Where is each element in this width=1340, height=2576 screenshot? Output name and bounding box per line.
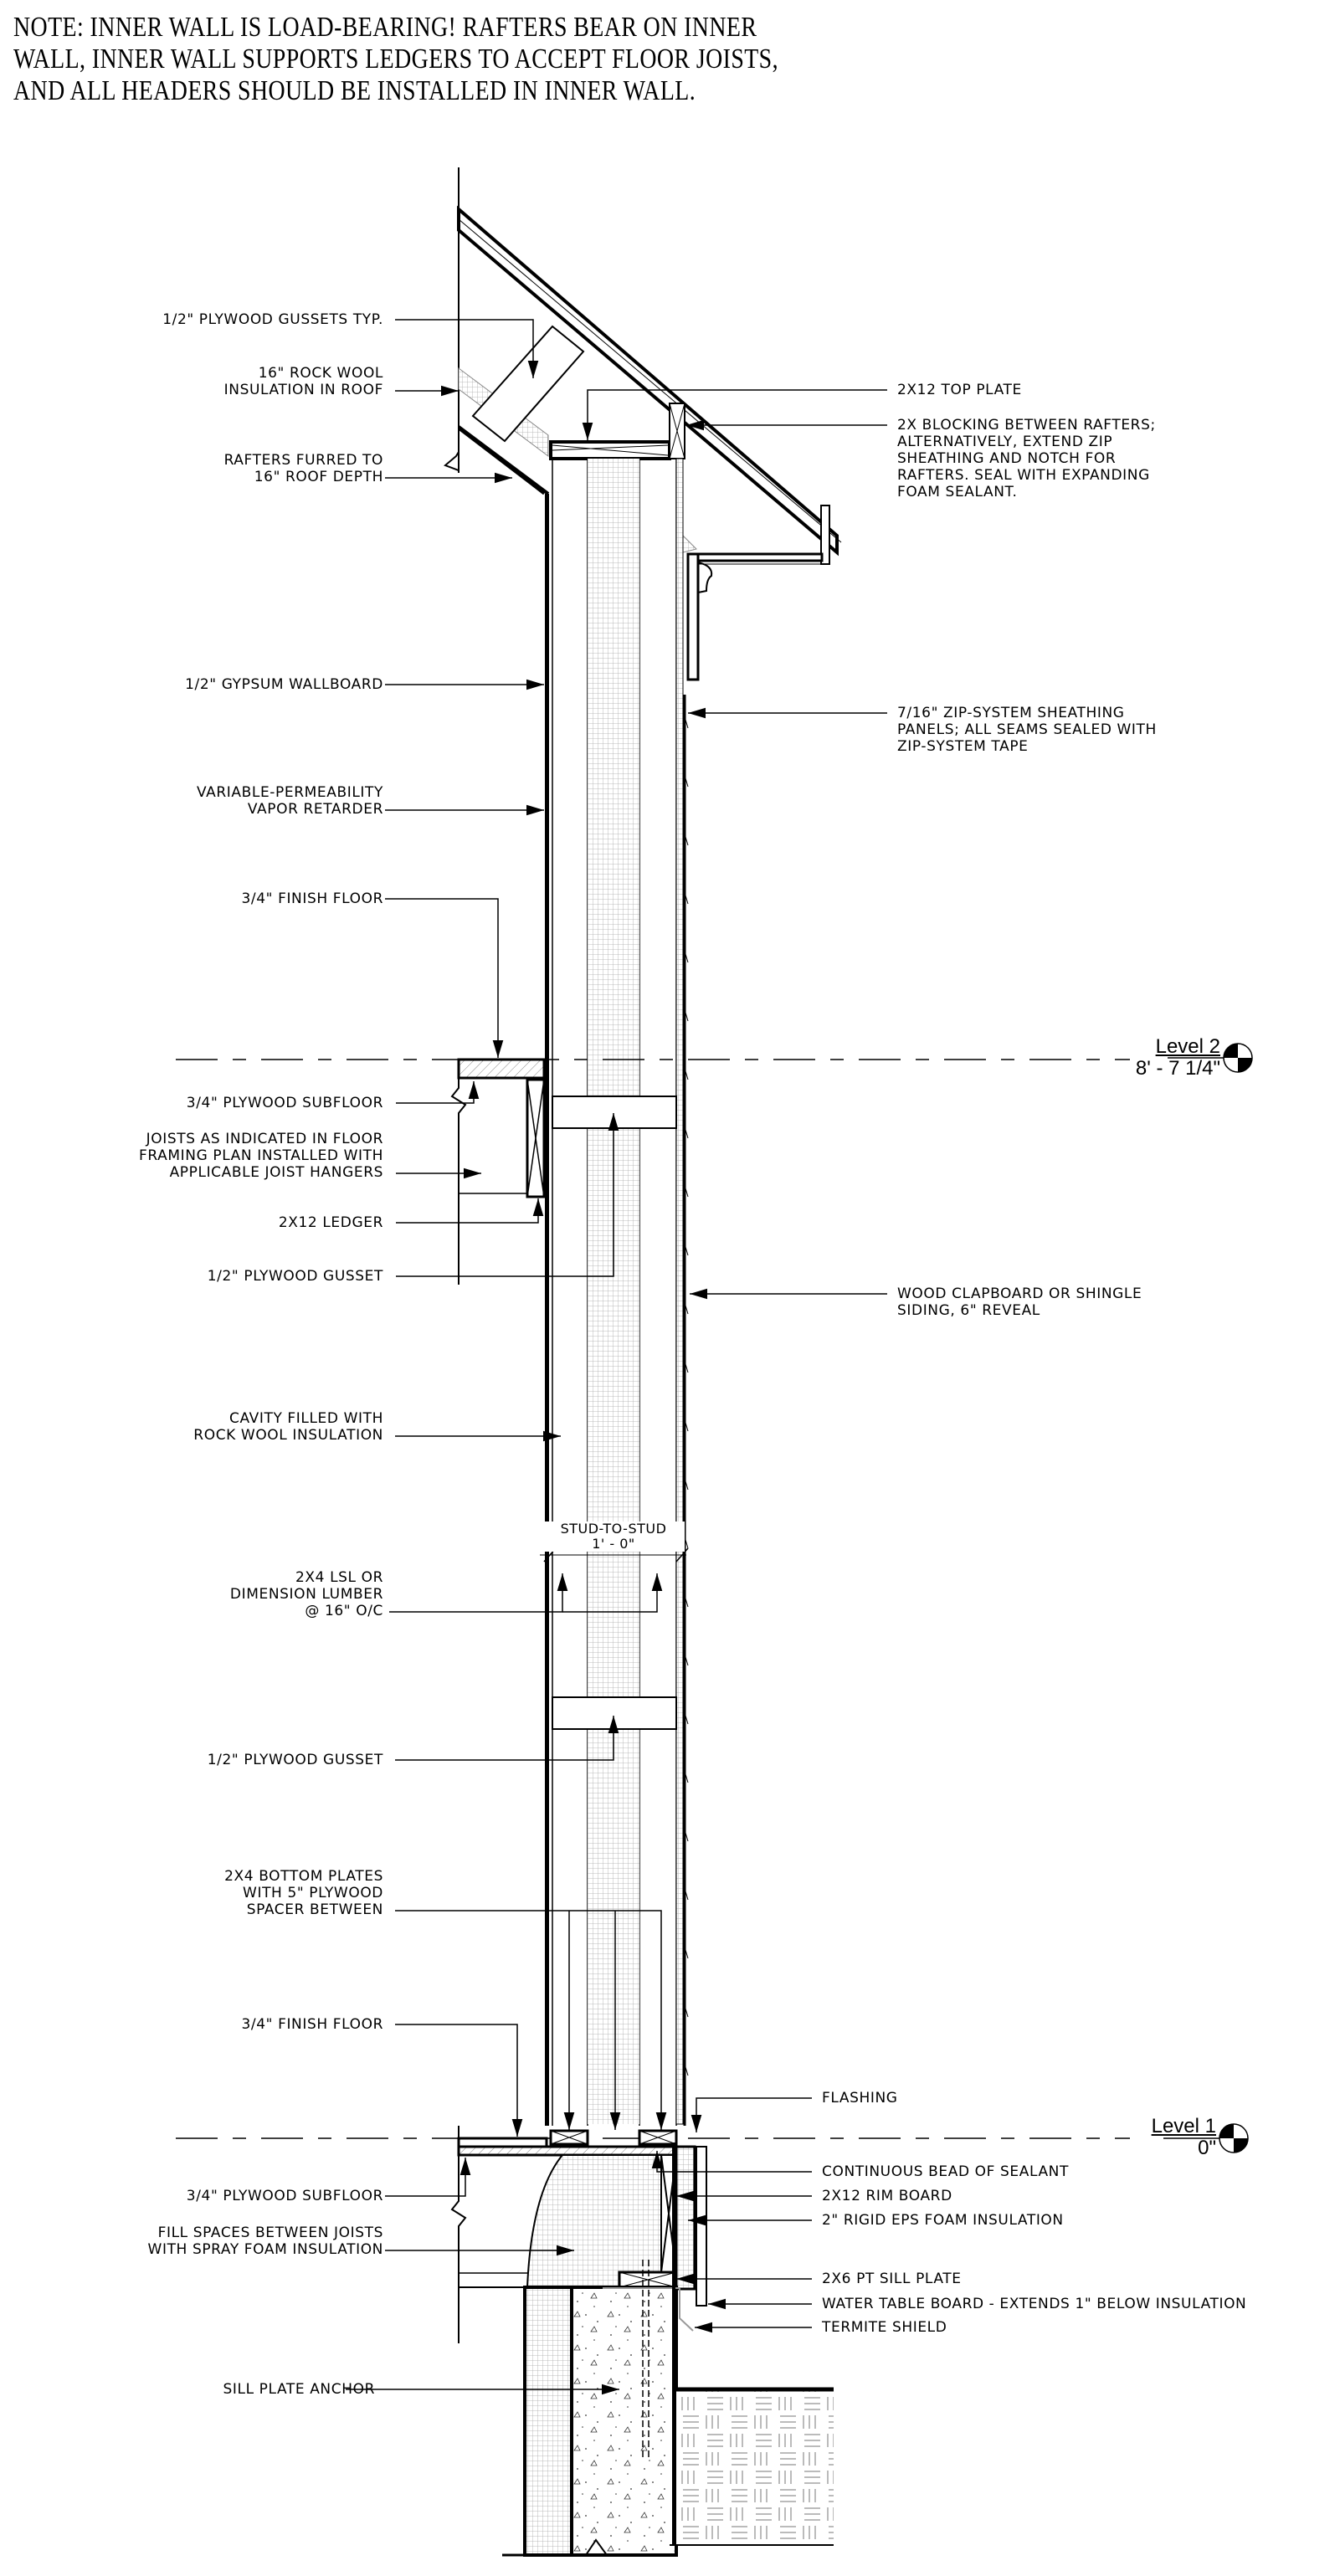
level-2-marker-icon <box>1168 1043 1253 1073</box>
label-rafters-furred: RAFTERS FURRED TO 16" ROOF DEPTH <box>223 452 383 485</box>
leader-lines-left <box>346 319 667 2395</box>
level-2-elevation: 8' - 7 1/4" <box>1135 1057 1220 1080</box>
label-sill-plate: 2X6 PT SILL PLATE <box>822 2271 962 2287</box>
label-rim-board: 2X12 RIM BOARD <box>822 2188 952 2204</box>
label-gusset-lower: 1/2" PLYWOOD GUSSET <box>207 1752 383 1768</box>
label-rock-wool-roof: 16" ROCK WOOL INSULATION IN ROOF <box>223 365 383 398</box>
note-line-1: NOTE: INNER WALL IS LOAD-BEARING! RAFTER… <box>13 12 757 43</box>
label-termite-shield: TERMITE SHIELD <box>822 2319 947 2336</box>
stud-to-stud-dimension-text: STUD-TO-STUD 1' - 0" <box>542 1521 685 1552</box>
dimension-label: STUD-TO-STUD <box>560 1521 667 1537</box>
label-eps-foam: 2" RIGID EPS FOAM INSULATION <box>822 2212 1064 2229</box>
leader-lines-right <box>582 389 887 2333</box>
label-studs: 2X4 LSL OR DIMENSION LUMBER @ 16" O/C <box>229 1569 383 1619</box>
load-bearing-note: NOTE: INNER WALL IS LOAD-BEARING! RAFTER… <box>13 12 906 107</box>
label-gusset-upper: 1/2" PLYWOOD GUSSET <box>207 1268 383 1285</box>
label-subfloor-1: 3/4" PLYWOOD SUBFLOOR <box>186 2188 383 2204</box>
level-1-floor <box>176 2123 1249 2557</box>
label-finish-floor-2: 3/4" FINISH FLOOR <box>241 890 383 907</box>
roof-assembly <box>444 167 842 681</box>
label-finish-floor-1: 3/4" FINISH FLOOR <box>241 2016 383 2033</box>
level-1-marker-icon <box>1163 2123 1249 2153</box>
label-flashing: FLASHING <box>822 2090 898 2106</box>
label-joists: JOISTS AS INDICATED IN FLOOR FRAMING PLA… <box>139 1131 383 1181</box>
dimension-value: 1' - 0" <box>592 1536 635 1552</box>
label-subfloor-2: 3/4" PLYWOOD SUBFLOOR <box>186 1095 383 1111</box>
label-bottom-plates: 2X4 BOTTOM PLATES WITH 5" PLYWOOD SPACER… <box>224 1868 383 1918</box>
label-cavity-insulation: CAVITY FILLED WITH ROCK WOOL INSULATION <box>193 1410 383 1444</box>
label-top-plate: 2X12 TOP PLATE <box>897 382 1022 398</box>
label-ledger: 2X12 LEDGER <box>278 1214 383 1231</box>
label-blocking: 2X BLOCKING BETWEEN RAFTERS; ALTERNATIVE… <box>897 417 1156 500</box>
label-vapor-retarder: VARIABLE-PERMEABILITY VAPOR RETARDER <box>196 784 383 818</box>
note-line-3: AND ALL HEADERS SHOULD BE INSTALLED IN I… <box>13 75 696 106</box>
level-1-elevation: 0" <box>1198 2137 1216 2159</box>
label-gypsum-wallboard: 1/2" GYPSUM WALLBOARD <box>185 676 383 693</box>
label-spray-foam: FILL SPACES BETWEEN JOISTS WITH SPRAY FO… <box>147 2224 383 2258</box>
level-2-tag: Level 2 8' - 7 1/4" <box>1136 1036 1220 1080</box>
note-line-2: WALL, INNER WALL SUPPORTS LEDGERS TO ACC… <box>13 44 778 74</box>
label-water-table: WATER TABLE BOARD - EXTENDS 1" BELOW INS… <box>822 2296 1247 2312</box>
label-sealant: CONTINUOUS BEAD OF SEALANT <box>822 2163 1069 2180</box>
level-1-name: Level 1 <box>1151 2115 1216 2137</box>
wall-assembly <box>545 458 689 2126</box>
label-siding: WOOD CLAPBOARD OR SHINGLE SIDING, 6" REV… <box>897 1285 1142 1319</box>
level-2-floor <box>176 1043 1253 1285</box>
label-plywood-gussets-typ: 1/2" PLYWOOD GUSSETS TYP. <box>162 311 383 328</box>
level-1-tag: Level 1 0" <box>1152 2116 1216 2159</box>
label-sill-anchor: SILL PLATE ANCHOR <box>223 2381 375 2398</box>
label-zip-sheathing: 7/16" ZIP-SYSTEM SHEATHING PANELS; ALL S… <box>897 705 1157 755</box>
level-2-name: Level 2 <box>1155 1035 1220 1058</box>
